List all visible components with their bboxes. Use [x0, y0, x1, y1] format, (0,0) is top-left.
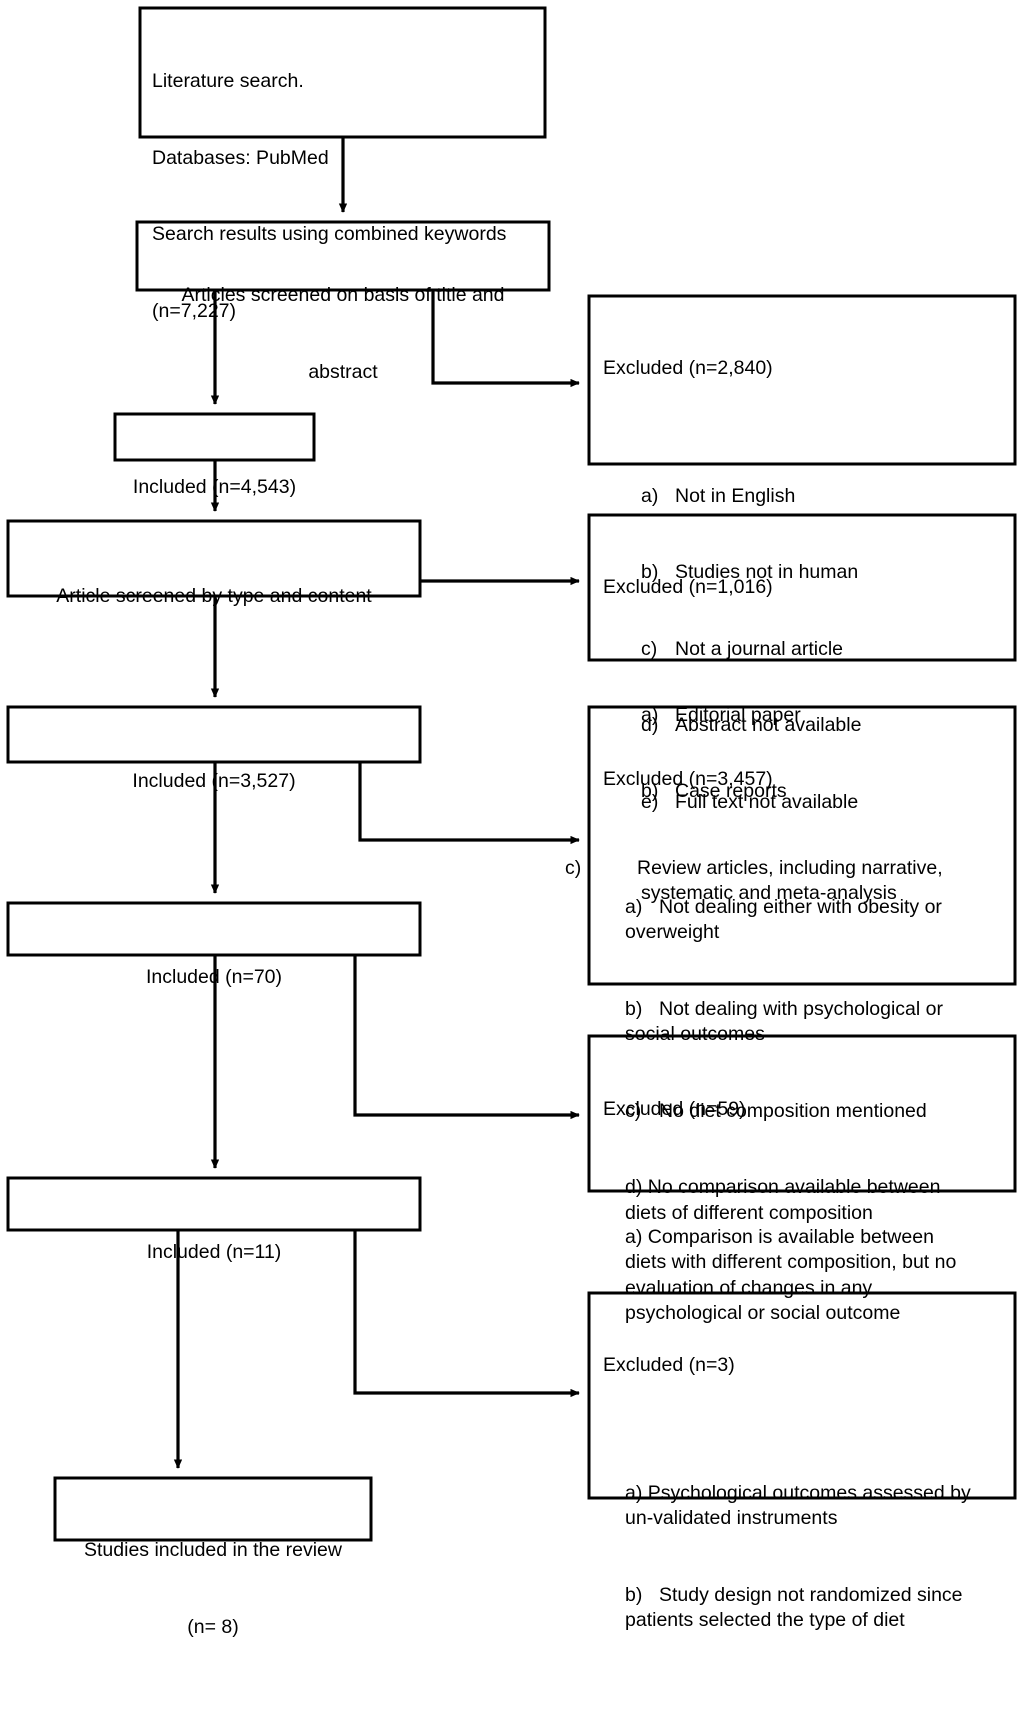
text-box-screen-title-abstract: Articles screened on basis of title and …: [145, 232, 541, 436]
box-included-4543: [113, 412, 316, 462]
flowchart-connectors-layer: [6, 6, 1017, 1542]
excluded-3457-list: a)Not dealing either with obesity or ove…: [603, 844, 1003, 1278]
list-item-text: No comparison available between diets of…: [625, 1176, 941, 1224]
list-item-label: e): [641, 790, 659, 813]
list-item: e) Full text not available: [603, 790, 1003, 816]
text-box-excluded-3: Excluded (n=3) a) Psychological outcomes…: [603, 1302, 1003, 1736]
list-item-label: d): [641, 714, 659, 736]
list-item-text: Not dealing either with obesity or overw…: [625, 895, 942, 944]
list-item-label: b): [625, 1583, 643, 1606]
list-item-text: Not a journal article: [675, 637, 843, 660]
included-3527-label: Included (n=3,527): [132, 770, 296, 792]
flowchart-canvas: Literature search. Databases: PubMed Sea…: [6, 6, 1017, 1638]
list-item: c) No diet composition mentioned: [603, 1099, 1003, 1125]
list-item-text: Case reports: [675, 780, 787, 802]
text-box-included-11: Included (n=11): [8, 1189, 420, 1317]
box-excluded-3457: [587, 705, 1017, 986]
list-item-label: b): [641, 780, 659, 802]
text-box-excluded-3457: Excluded (n=3,457) a)Not dealing either …: [603, 716, 1003, 1328]
list-item-label: a): [641, 484, 659, 507]
text-box-excluded-2840: Excluded (n=2,840) a) Not in English b) St…: [603, 305, 1003, 917]
list-item-text: Psychological outcomes assessed by un-va…: [625, 1481, 971, 1530]
text-box-included-70: Included (n=70): [8, 914, 420, 1042]
search-line-3: (n=7,227): [152, 299, 237, 322]
list-item-text: Study design not randomized since patien…: [625, 1583, 963, 1632]
list-item: a) Editorial paper: [603, 703, 1003, 729]
connector-included70-to-excluded59: [353, 955, 580, 1120]
list-item-label: a): [625, 1225, 643, 1248]
list-item: a) Psychological outcomes assessed by un…: [603, 1481, 1003, 1532]
list-item: d) Abstract not available: [603, 713, 1003, 739]
final-line-1: (n= 8): [187, 1615, 239, 1638]
box-excluded-3: [587, 1291, 1017, 1500]
list-item: a)Not dealing either with obesity or ove…: [603, 895, 1003, 946]
list-item-text: Abstract not available: [675, 714, 862, 736]
excluded-1016-heading: Excluded (n=1,016): [603, 576, 773, 598]
connector-screen-to-excluded2840: [431, 290, 580, 388]
excluded-1016-list: a) Editorial paper b) Case reports c) Revie…: [565, 652, 1003, 958]
list-item-text: Comparison is available between diets wi…: [625, 1225, 957, 1325]
list-item: c) Not a journal article: [603, 637, 1003, 663]
list-item: b) Studies not in human: [603, 560, 1003, 586]
list-item-text: Editorial paper: [675, 703, 801, 726]
box-search: [138, 6, 547, 139]
list-item-label: b): [625, 997, 643, 1020]
excluded-59-heading: Excluded (n=59): [603, 1098, 746, 1120]
excluded-2840-list: a)Not in English b)Studies not in human …: [603, 433, 1003, 867]
list-item-text: No diet composition mentioned: [659, 1099, 927, 1122]
screen-type-label: Article screened by type and content: [56, 585, 372, 607]
search-line-2: Search results using combined keywords: [152, 223, 507, 245]
text-box-excluded-59: Excluded (n=59) a) Comparison is availab…: [603, 1046, 1003, 1429]
list-item-label: a): [625, 1481, 643, 1504]
box-excluded-59: [587, 1034, 1017, 1193]
final-line-0: Studies included in the review: [84, 1539, 342, 1561]
excluded-59-list: a) Comparison is available between diets…: [603, 1174, 1003, 1378]
excluded-3-heading: Excluded (n=3): [603, 1354, 735, 1376]
list-item-text: Review articles, including narrative, sy…: [637, 856, 943, 905]
list-item-label: c): [641, 637, 658, 660]
list-item: a) Not in English: [603, 484, 1003, 510]
list-item: b)Not dealing with psychological or soci…: [603, 997, 1003, 1048]
list-item-text: Full text not available: [675, 790, 859, 813]
included-70-label: Included (n=70): [145, 966, 283, 988]
list-item-text: Studies not in human: [675, 561, 859, 583]
list-item-text: Not dealing with psychological or social…: [625, 997, 943, 1046]
list-item: b)Study design not randomized since pati…: [603, 1583, 1003, 1634]
included-11-label: Included (n=11): [146, 1241, 282, 1263]
box-included-11: [6, 1176, 422, 1232]
text-box-screen-type-content: Article screened by type and content: [8, 533, 420, 661]
box-excluded-2840: [587, 294, 1017, 466]
list-item-label: a): [641, 703, 659, 726]
text-box-search: Literature search. Databases: PubMed Sea…: [152, 18, 537, 375]
list-item-label: b): [641, 561, 659, 583]
list-item: a) Comparison is available between diets…: [603, 1225, 1003, 1327]
list-item-label: a): [625, 895, 643, 918]
list-item: c) Review articles, including narrative, …: [565, 856, 1003, 907]
list-item-label: d): [625, 1176, 643, 1198]
text-box-included-3527: Included (n=3,527): [8, 718, 420, 846]
included-4543-label: Included (n=4,543): [132, 476, 297, 498]
text-box-final: Studies included in the review (n= 8): [55, 1487, 371, 1691]
search-line-0: Literature search.: [152, 70, 304, 92]
screen-line-1: abstract: [308, 360, 378, 383]
excluded-3457-heading: Excluded (n=3,457): [603, 768, 773, 790]
box-final: [53, 1476, 373, 1542]
list-item-label: c): [625, 1099, 642, 1122]
box-screen-title-abstract: [135, 220, 551, 292]
excluded-3-list: a) Psychological outcomes assessed by un…: [603, 1430, 1003, 1685]
excluded-2840-heading: Excluded (n=2,840): [603, 357, 773, 379]
list-item-label: c): [565, 856, 582, 879]
list-item: d) No comparison available between diets…: [603, 1175, 1003, 1226]
list-item-text: Not in English: [675, 484, 796, 507]
screen-line-0: Articles screened on basis of title and: [181, 284, 505, 306]
list-item: b) Case reports: [603, 779, 1003, 805]
text-box-included-4543: Included (n=4,543): [115, 424, 314, 552]
text-box-excluded-1016: Excluded (n=1,016) a) Editorial paper b) C…: [565, 524, 1003, 1009]
connector-included3527-to-excluded3457: [358, 762, 580, 845]
box-excluded-1016: [587, 513, 1017, 662]
connector-included11-to-excluded3: [353, 1230, 580, 1398]
search-line-1: Databases: PubMed: [152, 146, 329, 169]
